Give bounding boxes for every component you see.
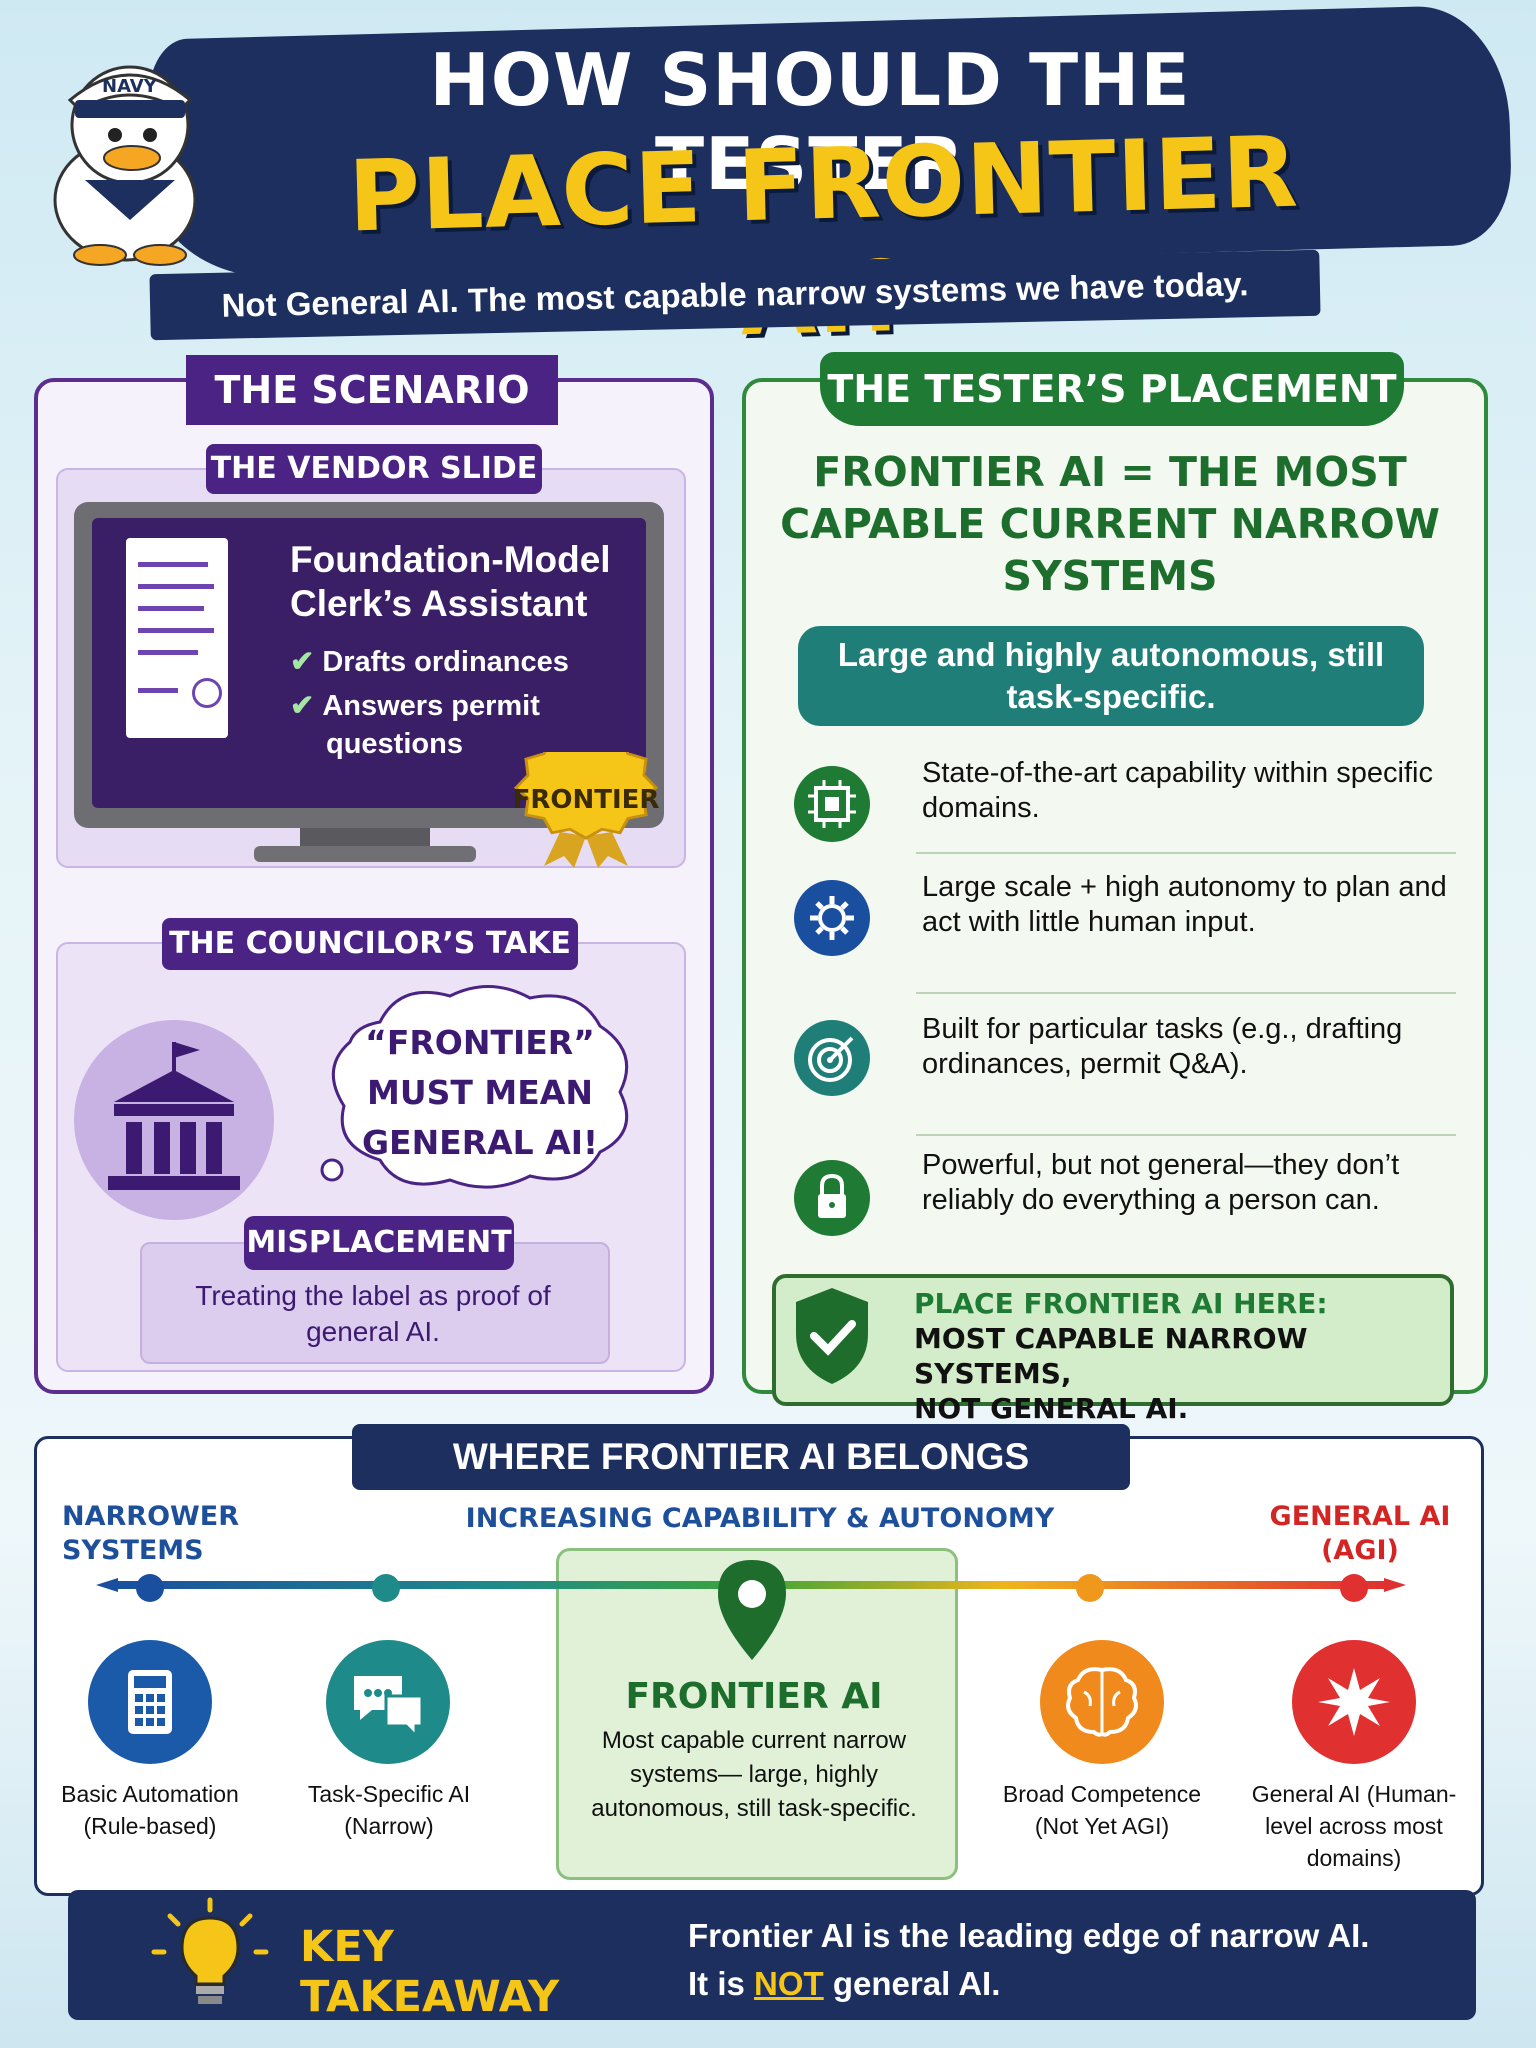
frontier-badge: FRONTIER: [513, 752, 660, 868]
takeaway-line-2: It is NOT general AI.: [688, 1965, 1001, 2002]
placement-point-text: Large scale + high autonomy to plan and …: [922, 871, 1447, 938]
thought-bubble: [320, 985, 629, 1189]
category-label: Task-Specific AI (Narrow): [307, 1781, 471, 1839]
autonomy-pill: Large and highly autonomous, still task-…: [798, 626, 1424, 726]
lightbulb-icon: [151, 1897, 269, 2004]
divider: [916, 1134, 1456, 1136]
key-takeaway-bar: [68, 1890, 1476, 2020]
narrower-systems-label: NARROWER SYSTEMS: [62, 1501, 240, 1566]
misplacement-tab: MISPLACEMENT: [244, 1216, 514, 1270]
councilor-tab: THE COUNCILOR’S TAKE: [162, 918, 578, 970]
belongs-tab: WHERE FRONTIER AI BELONGS: [352, 1424, 1130, 1490]
target-icon: [794, 1020, 870, 1096]
product-name: Foundation-Model Clerk’s Assistant: [290, 539, 611, 624]
divider: [916, 992, 1456, 994]
location-pin-icon: [718, 1560, 786, 1660]
category-label: Broad Competence (Not Yet AGI): [1002, 1781, 1202, 1839]
councilor-quote: “FRONTIER” MUST MEAN GENERAL AI!: [361, 1023, 599, 1162]
placement-tab: THE TESTER’S PLACEMENT: [820, 352, 1404, 426]
feature-item-continued: questions: [326, 728, 463, 760]
feature-item: ✔Answers permit: [290, 690, 540, 722]
general-ai-label: GENERAL AI (AGI): [1269, 1501, 1451, 1566]
scenario-tab: THE SCENARIO: [186, 355, 558, 425]
shield-check-icon: [796, 1288, 868, 1384]
lock-icon: [794, 1160, 870, 1236]
frontier-ai-description: Most capable current narrow systems— lar…: [591, 1727, 917, 1822]
place-line-3: NOT GENERAL AI.: [914, 1392, 1189, 1425]
frontier-ai-title: FRONTIER AI: [625, 1676, 883, 1717]
axis-label: INCREASING CAPABILITY & AUTONOMY: [465, 1503, 1055, 1534]
takeaway-line-1: Frontier AI is the leading edge of narro…: [688, 1917, 1370, 1954]
category-label: Basic Automation (Rule-based): [61, 1781, 239, 1839]
place-here-box: [772, 1274, 1454, 1406]
badge-text: FRONTIER: [513, 785, 660, 815]
check-icon: ✔: [290, 690, 315, 722]
key-takeaway-text: Frontier AI is the leading edge of narro…: [688, 1912, 1448, 2008]
place-line-1: PLACE FRONTIER AI HERE:: [914, 1287, 1328, 1320]
takeaway-not-emphasis: NOT: [754, 1965, 824, 2002]
document-icon: [126, 538, 228, 738]
vendor-slide-tab: THE VENDOR SLIDE: [206, 444, 542, 494]
axis-dot: [372, 1574, 400, 1602]
key-takeaway-title: KEY TAKEAWAY: [300, 1922, 560, 2022]
monitor-base: [254, 846, 476, 862]
placement-panel: [742, 378, 1488, 1394]
monitor-stand: [300, 828, 430, 850]
axis-dot: [1076, 1574, 1104, 1602]
starburst-icon: [1292, 1640, 1416, 1764]
axis-dot: [1340, 1574, 1368, 1602]
brain-icon: [1040, 1640, 1164, 1764]
chat-icon: [326, 1640, 450, 1764]
mascot-cap-text: NAVY: [102, 76, 158, 97]
place-here-text: PLACE FRONTIER AI HERE: MOST CAPABLE NAR…: [914, 1286, 1434, 1426]
placement-point-text: State-of-the-art capability within speci…: [922, 757, 1433, 824]
axis-dot: [136, 1574, 164, 1602]
category-label: General AI (Human-level across most doma…: [1251, 1781, 1457, 1871]
gear-network-icon: [794, 880, 870, 956]
divider: [916, 852, 1456, 854]
sailor-duck-mascot-icon: NAVY: [53, 65, 197, 266]
placement-point-text: Built for particular tasks (e.g., drafti…: [922, 1013, 1403, 1080]
placement-point-text: Powerful, but not general—they don’t rel…: [922, 1149, 1400, 1216]
place-line-2: MOST CAPABLE NARROW SYSTEMS,: [914, 1322, 1308, 1390]
check-icon: ✔: [290, 646, 315, 678]
calculator-icon: [88, 1640, 212, 1764]
title-line-1: HOW SHOULD THE TESTER: [429, 38, 1191, 206]
frontier-definition: FRONTIER AI = THE MOST CAPABLE CURRENT N…: [780, 448, 1440, 600]
chip-icon: [794, 766, 870, 842]
misplacement-text: Treating the label as proof of general A…: [195, 1280, 551, 1347]
government-building-icon: [74, 1020, 274, 1220]
feature-item: ✔Drafts ordinances: [290, 646, 569, 678]
